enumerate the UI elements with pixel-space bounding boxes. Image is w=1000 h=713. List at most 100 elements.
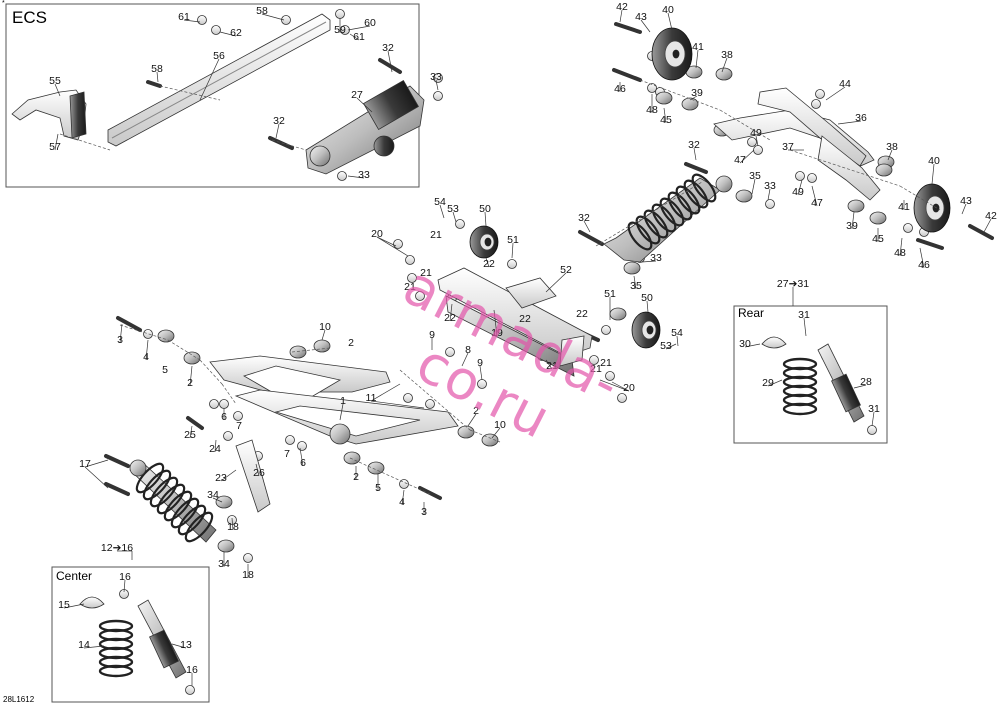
callout-labels: 12222334455667789910101112➔1613141516161… xyxy=(49,1,997,676)
spring-coil xyxy=(184,511,214,543)
callout-label: 4 xyxy=(399,496,405,508)
leader-line xyxy=(439,204,445,219)
bolt-drawing xyxy=(578,230,604,246)
leader-line xyxy=(667,12,673,31)
callout-label: 20 xyxy=(371,228,383,240)
leader-line xyxy=(744,343,761,348)
leader-line xyxy=(693,147,697,161)
callout-label: 56 xyxy=(213,50,225,62)
leader-line xyxy=(299,447,304,467)
leader-line xyxy=(214,439,217,453)
callout-label: 28 xyxy=(860,376,872,388)
spring-coil xyxy=(170,497,200,529)
washer-drawing xyxy=(795,171,805,181)
bushing-drawing xyxy=(367,461,385,475)
callout-label: 43 xyxy=(960,195,972,207)
bolt-drawing xyxy=(612,68,642,82)
callout-label: 33 xyxy=(764,180,776,192)
callout-label: 20 xyxy=(623,382,635,394)
leader-line xyxy=(689,95,698,101)
callout-label: 55 xyxy=(49,75,61,87)
assembly-guide-line xyxy=(159,85,221,101)
leader-line xyxy=(467,413,477,427)
bushing-drawing xyxy=(157,329,175,343)
callout-label: 19 xyxy=(491,327,503,339)
callout-label: 21 xyxy=(420,267,432,279)
leader-line xyxy=(54,133,59,151)
callout-label: 25 xyxy=(184,429,196,441)
leader-line xyxy=(803,317,807,337)
link-arm-drawing xyxy=(235,439,271,513)
washer-drawing xyxy=(867,425,877,435)
leader-line xyxy=(493,309,498,337)
callout-label: 35 xyxy=(630,280,642,292)
washer-drawing xyxy=(589,355,599,365)
leader-line xyxy=(449,303,453,322)
callout-label: 47 xyxy=(734,154,746,166)
bolt-drawing xyxy=(614,22,642,34)
washer-drawing xyxy=(185,685,195,695)
leader-line xyxy=(84,466,109,489)
washer-drawing xyxy=(477,379,487,389)
callout-label: 21 xyxy=(404,281,416,293)
leader-line xyxy=(231,517,234,531)
callout-label: 39 xyxy=(846,220,858,232)
callout-label: 58 xyxy=(256,5,268,17)
callout-label: 53 xyxy=(447,203,459,215)
callout-label: 3 xyxy=(117,334,123,346)
callout-label: 22 xyxy=(444,312,456,324)
callout-label: 21 xyxy=(430,229,442,241)
guard-edge xyxy=(69,91,87,139)
callout-label: 61 xyxy=(353,31,365,43)
leader-line xyxy=(611,381,630,392)
callout-label: 17 xyxy=(79,458,91,470)
washer-drawing xyxy=(601,325,611,335)
bushing-drawing xyxy=(217,539,235,553)
callout-label: 40 xyxy=(662,4,674,16)
callout-label: 43 xyxy=(635,11,647,23)
ecs-inset-title: ECS xyxy=(12,8,47,27)
washer-drawing xyxy=(223,431,233,441)
drawing-code: 28L1612 xyxy=(3,695,35,704)
callout-label: 32 xyxy=(688,139,700,151)
callout-label: 42 xyxy=(616,1,628,13)
spring-coil xyxy=(156,483,186,515)
callout-label: 32 xyxy=(578,212,590,224)
leader-line xyxy=(401,489,405,506)
callout-label: 7 xyxy=(236,420,242,432)
callout-label: 31 xyxy=(798,309,810,321)
assembly-guide-line xyxy=(59,133,111,151)
idler-wheel-axle xyxy=(672,49,680,59)
washer-drawing xyxy=(219,399,229,409)
leader-line xyxy=(887,149,893,161)
callout-label: 47 xyxy=(811,197,823,209)
leader-line xyxy=(189,365,193,387)
callout-label: 22 xyxy=(483,258,495,270)
callout-label: 27➔31 xyxy=(777,278,809,290)
callout-label: 21 xyxy=(590,363,602,375)
bushing-drawing xyxy=(457,425,475,439)
bushing-drawing xyxy=(875,163,893,177)
callout-label: 46 xyxy=(918,259,930,271)
bolt-drawing xyxy=(186,416,204,430)
callout-label: 61 xyxy=(178,11,190,23)
leader-line xyxy=(695,49,699,69)
callout-label: 6 xyxy=(221,411,227,423)
callout-label: 40 xyxy=(928,155,940,167)
leader-line xyxy=(484,211,487,227)
leader-line xyxy=(219,31,237,37)
leader-line xyxy=(851,211,855,230)
rear-shock-body xyxy=(831,373,861,413)
leader-line xyxy=(825,86,846,101)
callout-label: 45 xyxy=(872,233,884,245)
rear-arm-drawing xyxy=(713,109,875,169)
rear-inset-title: Rear xyxy=(738,306,765,320)
callout-label: 9 xyxy=(477,357,483,369)
assembly-guide-line xyxy=(199,359,223,385)
leader-line xyxy=(931,163,935,185)
leader-line xyxy=(119,323,123,344)
callout-label: 48 xyxy=(894,247,906,259)
assembly-guide-line xyxy=(899,185,941,211)
washer-drawing xyxy=(903,223,913,233)
